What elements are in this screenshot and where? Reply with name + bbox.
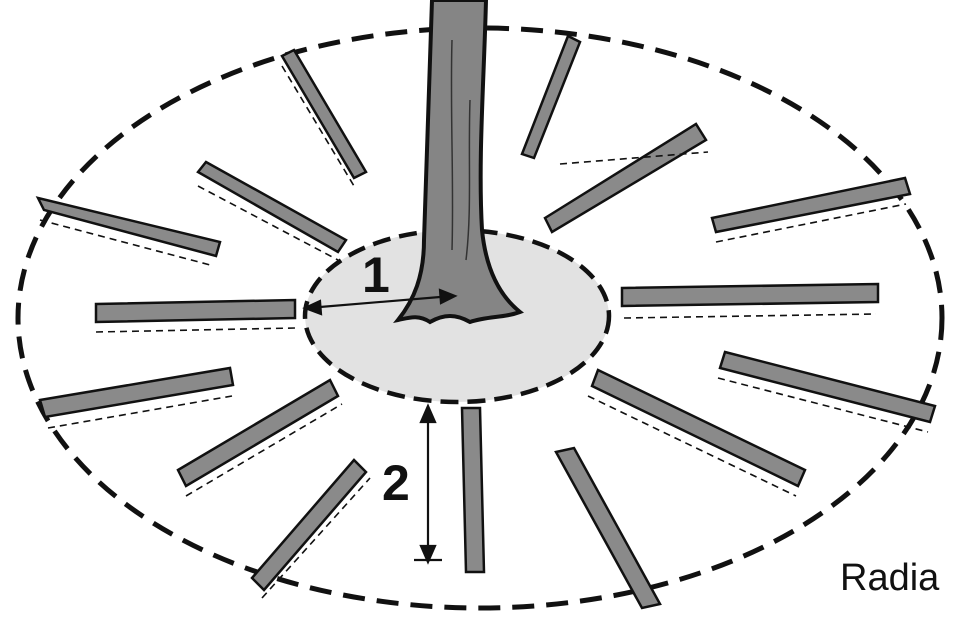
trench-lower-right	[592, 370, 805, 486]
label-1: 1	[362, 247, 390, 303]
trench-right-middle	[622, 284, 878, 306]
trench-left-lower	[40, 368, 233, 417]
trench-right-lower	[720, 352, 935, 422]
trench-left-middle	[96, 300, 295, 322]
trench-bottom-center	[462, 408, 484, 572]
trench-bottom-left	[252, 460, 366, 590]
trench-right-upper	[712, 178, 910, 232]
trench-upper-left	[198, 162, 346, 252]
caption-text: Radia	[840, 557, 940, 599]
trench-top-left	[282, 50, 366, 178]
trench-lower-left	[178, 380, 338, 486]
trench-upper-right	[545, 124, 706, 232]
label-2: 2	[382, 455, 410, 511]
trench-top-right	[522, 36, 580, 158]
trench-bottom-right	[556, 448, 660, 608]
measure-2-arrow	[414, 406, 442, 562]
